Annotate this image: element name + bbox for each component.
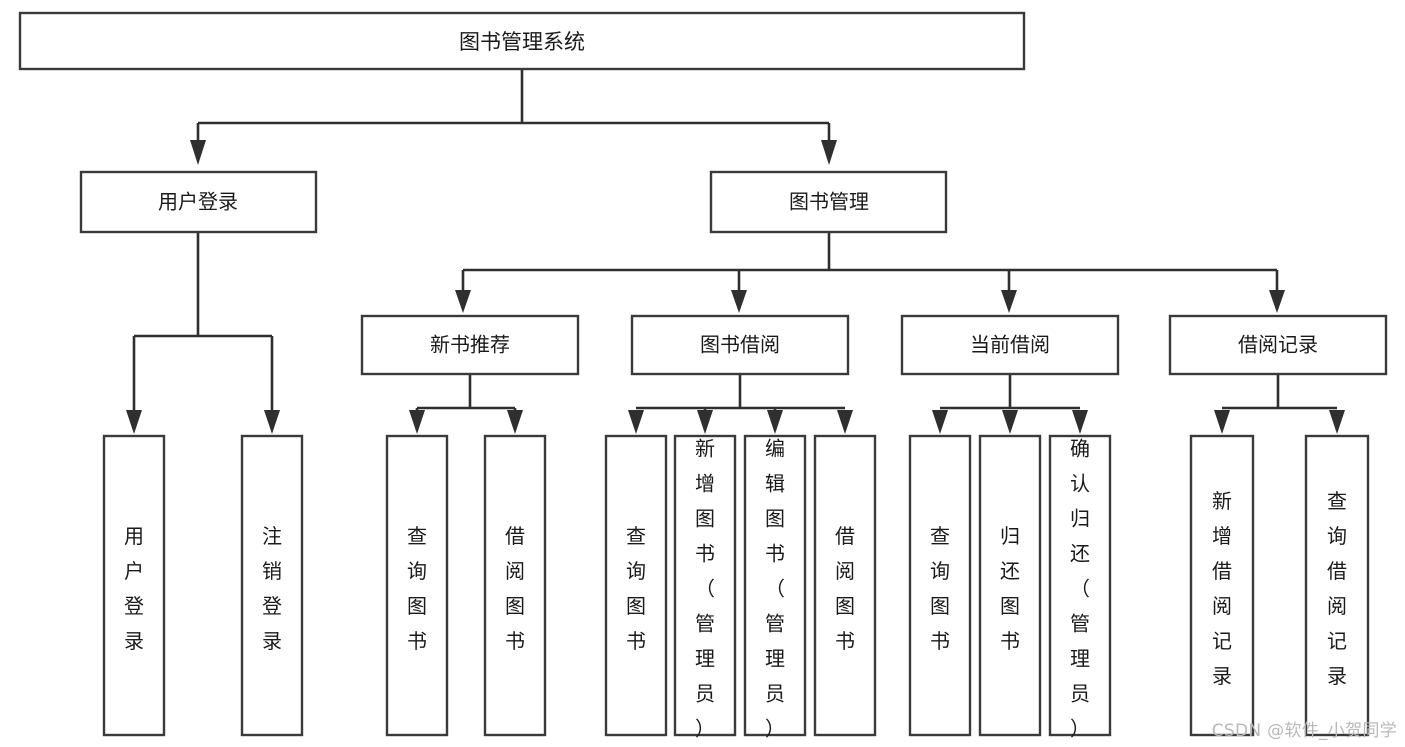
node-book-management-box[interactable] <box>709 170 948 234</box>
node-new-book-recommend-label: 新书推荐 <box>430 333 510 357</box>
leaf-node-box[interactable] <box>102 434 166 737</box>
leaf-node[interactable]: 确认归还（管理员） <box>1048 434 1112 740</box>
arrow-head-leaf-nb-2 <box>507 410 523 434</box>
leaf-node-box[interactable] <box>813 434 877 737</box>
leaf-layer: 用户登录 注销登录 查询图书 借阅图书 查询图书 新增图书（管理员） 编辑图书（管理员） 借阅… <box>102 434 1370 740</box>
leaf-node-box[interactable] <box>240 434 304 737</box>
arrow-head-leaf-cb-3 <box>1072 410 1088 434</box>
edge-layer <box>126 69 1345 434</box>
arrow-head-leaf-bb-1 <box>628 410 644 434</box>
arrow-head-book-borrow <box>731 290 747 313</box>
leaf-node-box[interactable] <box>385 434 449 737</box>
leaf-node-box[interactable] <box>1189 434 1255 737</box>
leaf-node-label: 确认归还（管理员） <box>1070 436 1090 740</box>
arrow-head-leaf-cb-2 <box>1002 410 1018 434</box>
leaf-node[interactable]: 查询借阅记录 <box>1304 434 1370 737</box>
arrow-head-current-borrow <box>1001 290 1017 313</box>
node-user-login-label: 用户登录 <box>158 190 238 214</box>
leaf-node[interactable]: 借阅图书 <box>483 434 547 737</box>
leaf-node[interactable]: 查询图书 <box>385 434 449 737</box>
leaf-node-box[interactable] <box>743 434 807 737</box>
arrow-head-leaf-bb-3 <box>767 410 783 434</box>
leaf-node[interactable]: 归还图书 <box>978 434 1042 737</box>
node-user-login-box[interactable] <box>79 170 318 234</box>
node-new-book-recommend[interactable]: 新书推荐 <box>360 314 580 376</box>
leaf-node-box[interactable] <box>604 434 668 737</box>
leaf-node[interactable]: 查询图书 <box>908 434 972 737</box>
leaf-node-box[interactable] <box>673 434 737 737</box>
leaf-node[interactable]: 编辑图书（管理员） <box>743 434 807 740</box>
node-current-borrow-box[interactable] <box>900 314 1120 376</box>
node-current-borrow[interactable]: 当前借阅 <box>900 314 1120 376</box>
leaf-node-box[interactable] <box>483 434 547 737</box>
leaf-node-label: 新增图书（管理员） <box>695 436 715 740</box>
leaf-node-label: 新增借阅记录 <box>1212 489 1232 688</box>
leaf-node-label: 归还图书 <box>1000 524 1020 653</box>
leaf-node[interactable]: 用户登录 <box>102 434 166 737</box>
csdn-watermark: CSDN @软件_小贺同学 <box>1211 721 1397 741</box>
leaf-node[interactable]: 新增图书（管理员） <box>673 434 737 740</box>
node-root-label: 图书管理系统 <box>459 30 585 54</box>
arrow-head-leaf-nb-1 <box>409 410 425 434</box>
node-book-management[interactable]: 图书管理 <box>709 170 948 234</box>
node-borrow-records-label: 借阅记录 <box>1238 333 1318 357</box>
leaf-node-box[interactable] <box>978 434 1042 737</box>
leaf-node[interactable]: 注销登录 <box>240 434 304 737</box>
arrow-head-leaf-br-1 <box>1214 410 1230 434</box>
arrow-head-user-login <box>190 140 206 165</box>
node-book-management-label: 图书管理 <box>789 190 869 214</box>
leaf-node-label: 编辑图书（管理员） <box>765 436 785 740</box>
leaf-node-box[interactable] <box>1048 434 1112 737</box>
arrow-head-leaf-bb-2 <box>697 410 713 434</box>
node-book-borrow-box[interactable] <box>630 314 850 376</box>
node-user-login[interactable]: 用户登录 <box>79 170 318 234</box>
node-book-borrow[interactable]: 图书借阅 <box>630 314 850 376</box>
arrow-head-leaf-bb-4 <box>837 410 853 434</box>
leaf-node-label: 用户登录 <box>124 524 144 653</box>
leaf-node[interactable]: 查询图书 <box>604 434 668 737</box>
arrow-head-leaf-br-2 <box>1329 410 1345 434</box>
leaf-node-label: 查询图书 <box>407 524 427 653</box>
node-borrow-records-box[interactable] <box>1168 314 1388 376</box>
leaf-node-label: 注销登录 <box>262 524 282 653</box>
arrow-head-leaf-logout <box>264 410 280 434</box>
arrow-head-new-book-recommend <box>455 290 471 313</box>
node-root-box[interactable] <box>18 11 1026 71</box>
node-book-borrow-label: 图书借阅 <box>700 333 780 357</box>
leaf-node-label: 查询借阅记录 <box>1327 489 1347 688</box>
leaf-node-label: 查询图书 <box>626 524 646 653</box>
arrow-head-book-mgmt <box>821 140 837 165</box>
leaf-node-label: 借阅图书 <box>505 524 525 653</box>
leaf-node-label: 借阅图书 <box>835 524 855 653</box>
node-borrow-records[interactable]: 借阅记录 <box>1168 314 1388 376</box>
node-root[interactable]: 图书管理系统 <box>18 11 1026 71</box>
leaf-node-label: 查询图书 <box>930 524 950 653</box>
arrow-head-leaf-cb-1 <box>932 410 948 434</box>
node-current-borrow-label: 当前借阅 <box>970 333 1050 357</box>
arrow-head-borrow-records <box>1269 290 1285 313</box>
leaf-node-box[interactable] <box>1304 434 1370 737</box>
node-new-book-recommend-box[interactable] <box>360 314 580 376</box>
leaf-node[interactable]: 借阅图书 <box>813 434 877 737</box>
arrow-head-leaf-user-login <box>126 410 142 434</box>
leaf-node[interactable]: 新增借阅记录 <box>1189 434 1255 737</box>
leaf-node-box[interactable] <box>908 434 972 737</box>
